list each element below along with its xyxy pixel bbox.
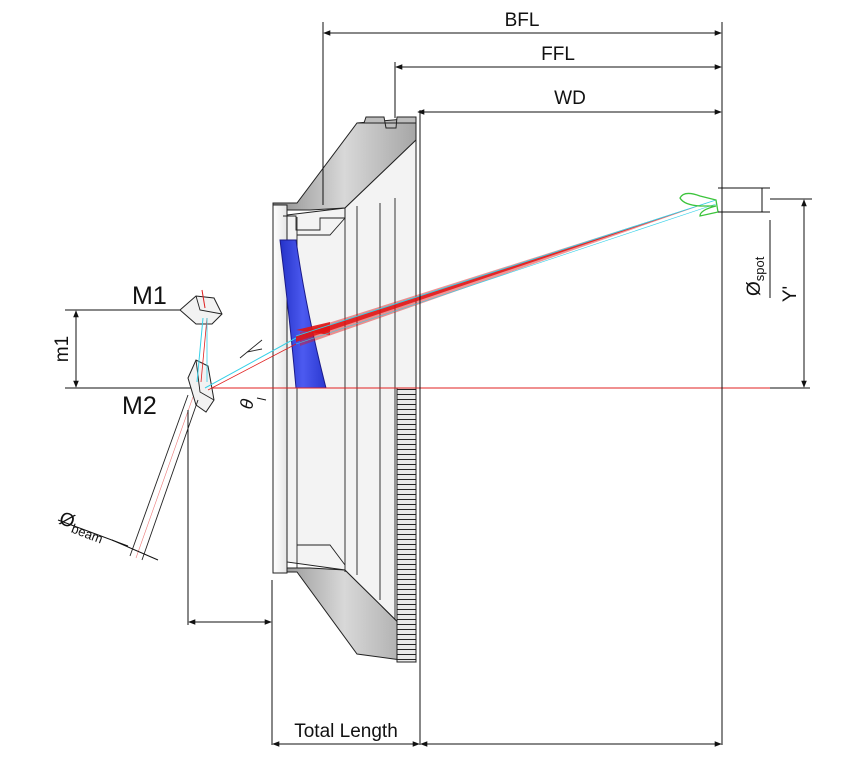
lens-housing	[272, 116, 417, 663]
spot-diameter-callout: Øspot	[718, 187, 771, 298]
laser-beam-fan	[295, 199, 717, 346]
mirror-m2-label: M2	[122, 392, 157, 420]
image-height-label: Y'	[780, 286, 801, 302]
wd-label: WD	[554, 88, 586, 109]
ffl-label: FFL	[541, 44, 575, 65]
beam-diameter-subscript: beam	[69, 521, 105, 547]
m1-dim-label: m1	[52, 336, 73, 362]
total-length-label: Total Length	[294, 721, 398, 742]
focus-spot	[679, 192, 719, 217]
beam-diameter-symbol: Ø	[56, 508, 78, 533]
spot-diameter-subscript: spot	[752, 256, 767, 281]
mirror-m1	[179, 289, 223, 325]
bfl-label: BFL	[505, 10, 540, 31]
theta-label: θ	[236, 397, 257, 410]
beam-diameter-callout: Øbeam	[55, 508, 159, 561]
mount-thread	[396, 387, 417, 663]
spot-diameter-symbol: Ø	[744, 281, 765, 296]
svg-text:Øspot: Øspot	[744, 256, 767, 296]
mirror-m1-label: M1	[132, 282, 167, 310]
svg-text:Øbeam: Øbeam	[55, 508, 107, 546]
housing-notch	[357, 116, 417, 129]
mirror-m2	[187, 359, 215, 413]
